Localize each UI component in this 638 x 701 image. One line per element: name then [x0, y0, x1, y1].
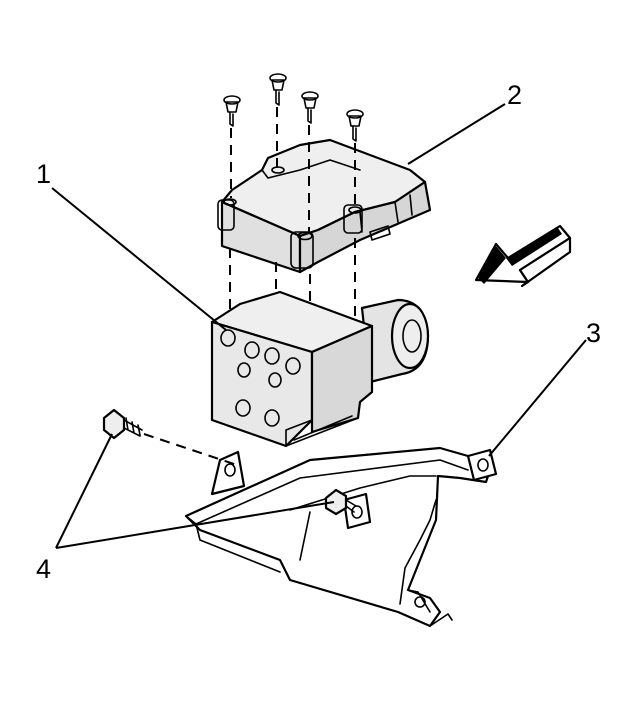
port-holes	[220, 329, 301, 427]
callout-label-1: 1	[36, 159, 51, 189]
screw-icon	[301, 91, 319, 124]
leader-2	[407, 103, 506, 165]
leader-lines	[51, 103, 587, 549]
screw-icon	[269, 73, 287, 106]
mounting-bracket	[184, 446, 498, 628]
leader-3	[488, 339, 587, 457]
front-direction-arrow-icon	[474, 224, 572, 288]
electronic-control-module	[217, 138, 432, 274]
hydraulic-modulator	[210, 290, 430, 448]
callout-label-3: 3	[586, 318, 601, 348]
bolts	[102, 408, 357, 516]
screw-icon	[223, 95, 241, 127]
screw-icon	[346, 109, 364, 142]
callout-label-2: 2	[507, 80, 522, 110]
leader-1	[51, 187, 227, 331]
bolt-icon	[324, 488, 357, 516]
module-screws	[223, 73, 364, 232]
leader-4a	[55, 433, 113, 549]
leader-4b	[55, 501, 335, 549]
callout-label-4: 4	[36, 554, 51, 584]
bolt-icon	[102, 408, 143, 440]
